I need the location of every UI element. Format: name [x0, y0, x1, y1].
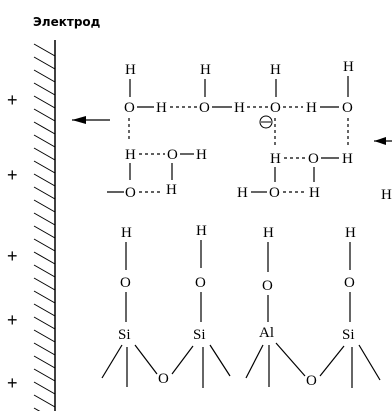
hatch-line [33, 290, 56, 304]
atom-o-5: O [167, 147, 178, 163]
surface-o-3: O [262, 278, 273, 294]
atom-o-3: O [270, 100, 281, 116]
hatch-line [33, 212, 56, 226]
atom-o-8: O [269, 185, 280, 201]
hatch-line [33, 394, 56, 408]
atom-h-7: H [343, 59, 354, 75]
atom-h-12: H [166, 182, 177, 198]
hatch-line [33, 303, 56, 317]
bridge-o-1: O [158, 371, 169, 387]
surface-h-4: H [345, 225, 356, 241]
surface-h-2: H [196, 223, 207, 239]
hatch-line [33, 186, 56, 200]
atom-h-3: H [200, 62, 211, 78]
atom-h-10: H [270, 151, 281, 167]
atom-h-2: H [156, 100, 167, 116]
hatch-line [33, 277, 56, 291]
hatch-line [33, 199, 56, 213]
hatch-line [33, 251, 56, 265]
surface-h-1: H [121, 225, 132, 241]
surface-al: Al [259, 325, 274, 341]
hatch-line [33, 56, 56, 70]
atom-h-11: H [342, 151, 353, 167]
atom-o-2: O [199, 100, 210, 116]
electrode-hatching [33, 43, 56, 411]
atom-h-6: H [306, 100, 317, 116]
hatch-line [33, 225, 56, 239]
atom-h-4: H [234, 100, 245, 116]
surface-h-3: H [263, 225, 274, 241]
surface-o-4: O [344, 275, 355, 291]
hatch-line [33, 95, 56, 109]
atom-o-7: O [125, 185, 136, 201]
surface-o-2: O [195, 275, 206, 291]
plus-sign-4: + [7, 310, 18, 330]
surface-o-1: O [120, 275, 131, 291]
hatch-line [33, 238, 56, 252]
hatch-line [33, 342, 56, 356]
hatch-line [33, 147, 56, 161]
hatch-line [33, 82, 56, 96]
hatch-line [33, 43, 56, 57]
plus-sign-1: + [7, 90, 18, 110]
substrate-bonds [101, 342, 381, 388]
surface-si-3: Si [342, 327, 355, 343]
bridge-o-2: O [306, 373, 317, 389]
atom-h-13: H [237, 185, 248, 201]
atom-h-9: H [196, 147, 207, 163]
hatch-line [33, 108, 56, 122]
hatch-line [33, 316, 56, 330]
hatch-line [33, 160, 56, 174]
hatch-line [33, 407, 41, 411]
hatch-line [33, 355, 56, 369]
plus-sign-5: + [7, 373, 18, 393]
hatch-line [33, 121, 56, 135]
atom-h-15: H [381, 187, 392, 203]
hatch-line [33, 134, 56, 148]
atom-o-6: O [308, 151, 319, 167]
atom-o-1: O [124, 100, 135, 116]
surface-si-1: Si [118, 327, 131, 343]
hatch-line [33, 264, 56, 278]
atom-h-14: H [309, 185, 320, 201]
atom-h-1: H [125, 62, 136, 78]
hatch-line [33, 329, 56, 343]
arrow-left-icon [72, 116, 110, 124]
plus-sign-2: + [7, 165, 18, 185]
hatch-line [33, 368, 56, 382]
arrow-left-icon-right [374, 137, 392, 145]
atom-h-8: H [125, 147, 136, 163]
hatch-line [33, 69, 56, 83]
surface-si-2: Si [193, 327, 206, 343]
hatch-line [33, 381, 56, 395]
title: Электрод [33, 15, 101, 29]
atom-h-5: H [270, 62, 281, 78]
atom-o-4: O [342, 100, 353, 116]
hatch-line [33, 173, 56, 187]
plus-sign-3: + [7, 246, 18, 266]
